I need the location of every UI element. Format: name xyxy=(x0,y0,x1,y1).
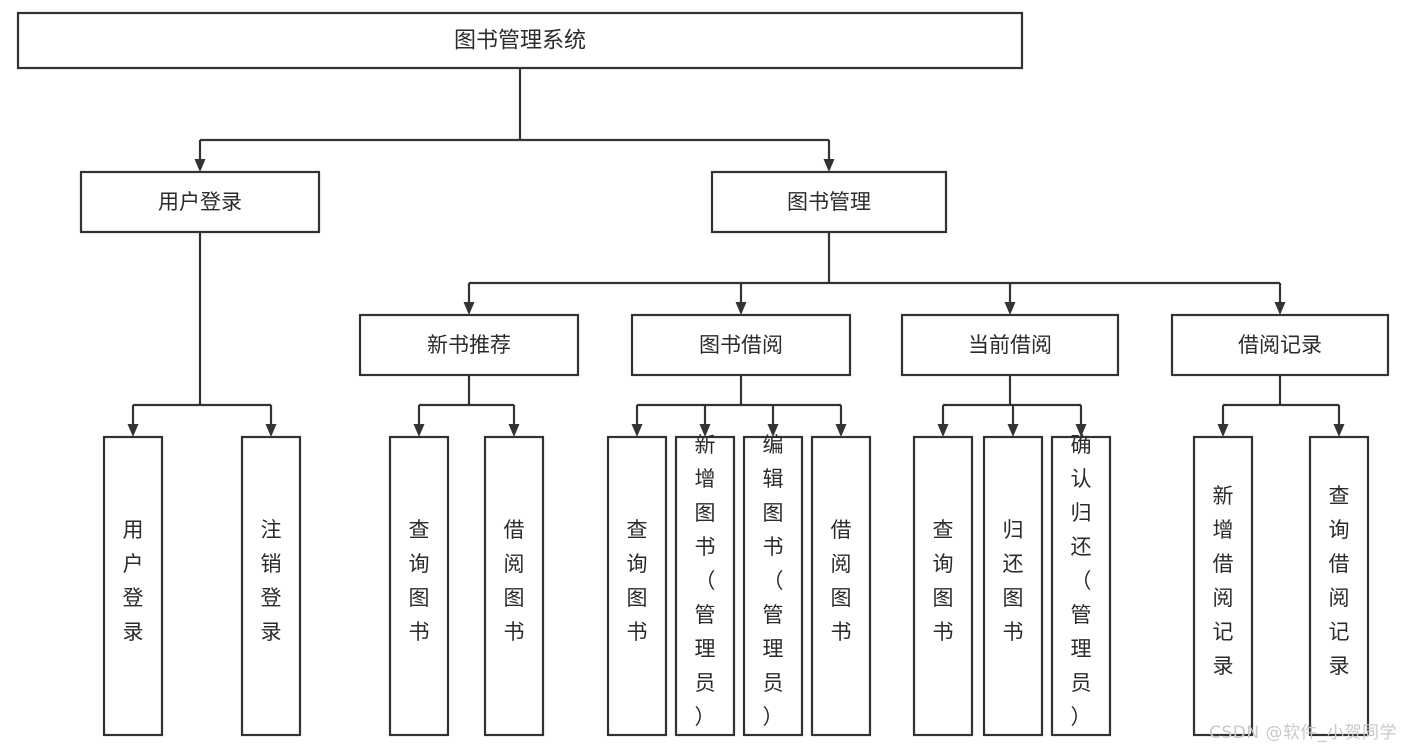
node-book-manage[interactable]: 图书管理 xyxy=(710,170,948,234)
node-label: 归还图书 xyxy=(1003,518,1024,644)
connector-layer xyxy=(127,68,1345,437)
node-label: 查询图书 xyxy=(933,518,954,644)
connector-group-book-borrow xyxy=(631,375,847,437)
csdn-watermark: CSDN @软件_小贺同学 xyxy=(1209,723,1397,743)
arrow-head-icon xyxy=(699,424,711,437)
node-current-borrow[interactable]: 当前借阅 xyxy=(900,313,1120,377)
node-label: 当前借阅 xyxy=(968,333,1052,357)
node-borrow-record[interactable]: 借阅记录 xyxy=(1170,313,1390,377)
arrow-head-icon xyxy=(1004,302,1016,315)
arrow-head-icon xyxy=(1217,424,1229,437)
connector-group-user-login xyxy=(127,232,277,437)
node-leaf-query-book-borrow[interactable]: 查询图书 xyxy=(606,435,668,737)
node-label: 图书借阅 xyxy=(699,333,783,357)
node-leaf-return-book[interactable]: 归还图书 xyxy=(982,435,1044,737)
connector-group-borrow-record xyxy=(1217,375,1345,437)
node-new-book-recommend[interactable]: 新书推荐 xyxy=(358,313,580,377)
connector-group-root xyxy=(194,68,835,172)
node-leaf-add-book[interactable]: 新增图书（管理员） xyxy=(674,433,736,737)
arrow-head-icon xyxy=(823,159,835,172)
node-book-borrow[interactable]: 图书借阅 xyxy=(630,313,852,377)
arrow-head-icon xyxy=(1007,424,1019,437)
node-label: 图书管理 xyxy=(787,190,871,214)
node-leaf-borrow-book[interactable]: 借阅图书 xyxy=(810,435,872,737)
arrow-head-icon xyxy=(413,424,425,437)
node-label: 新增借阅记录 xyxy=(1213,484,1234,678)
node-label: 编辑图书（管理员） xyxy=(763,433,784,729)
node-label: 借阅图书 xyxy=(831,518,852,644)
arrow-head-icon xyxy=(1075,424,1087,437)
node-label: 借阅图书 xyxy=(504,518,525,644)
node-label: 新书推荐 xyxy=(427,333,511,357)
node-label: 图书管理系统 xyxy=(454,29,586,54)
node-label: 注销登录 xyxy=(261,518,282,644)
node-label: 用户登录 xyxy=(123,518,144,644)
node-leaf-borrow-book-recommend[interactable]: 借阅图书 xyxy=(483,435,545,737)
connector-group-new-book-recommend xyxy=(413,375,520,437)
node-leaf-confirm-return[interactable]: 确认归还（管理员） xyxy=(1050,433,1112,737)
node-label: 用户登录 xyxy=(158,190,242,214)
node-leaf-user-login[interactable]: 用户登录 xyxy=(102,435,164,737)
node-label: 查询图书 xyxy=(627,518,648,644)
node-label: 借阅记录 xyxy=(1238,333,1322,357)
node-label: 新增图书（管理员） xyxy=(695,433,716,729)
arrow-head-icon xyxy=(835,424,847,437)
arrow-head-icon xyxy=(937,424,949,437)
node-leaf-query-book-current[interactable]: 查询图书 xyxy=(912,435,974,737)
node-root-图书管理系统[interactable]: 图书管理系统 xyxy=(16,11,1024,70)
arrow-head-icon xyxy=(631,424,643,437)
arrow-head-icon xyxy=(735,302,747,315)
node-label: 查询借阅记录 xyxy=(1329,484,1350,678)
arrow-head-icon xyxy=(194,159,206,172)
connector-group-book-manage xyxy=(463,232,1286,315)
arrow-head-icon xyxy=(265,424,277,437)
node-label: 确认归还（管理员） xyxy=(1071,433,1092,729)
node-leaf-edit-book[interactable]: 编辑图书（管理员） xyxy=(742,433,804,737)
node-leaf-query-book-recommend[interactable]: 查询图书 xyxy=(388,435,450,737)
node-user-login[interactable]: 用户登录 xyxy=(79,170,321,234)
arrow-head-icon xyxy=(767,424,779,437)
arrow-head-icon xyxy=(508,424,520,437)
arrow-head-icon xyxy=(1274,302,1286,315)
node-layer: 图书管理系统用户登录图书管理新书推荐图书借阅当前借阅借阅记录用户登录注销登录查询… xyxy=(16,11,1390,737)
arrow-head-icon xyxy=(1333,424,1345,437)
arrow-head-icon xyxy=(463,302,475,315)
arrow-head-icon xyxy=(127,424,139,437)
connector-group-current-borrow xyxy=(937,375,1087,437)
node-leaf-logout[interactable]: 注销登录 xyxy=(240,435,302,737)
node-label: 查询图书 xyxy=(409,518,430,644)
node-leaf-add-borrow-record[interactable]: 新增借阅记录 xyxy=(1192,435,1254,737)
node-leaf-query-borrow-record[interactable]: 查询借阅记录 xyxy=(1308,435,1370,737)
